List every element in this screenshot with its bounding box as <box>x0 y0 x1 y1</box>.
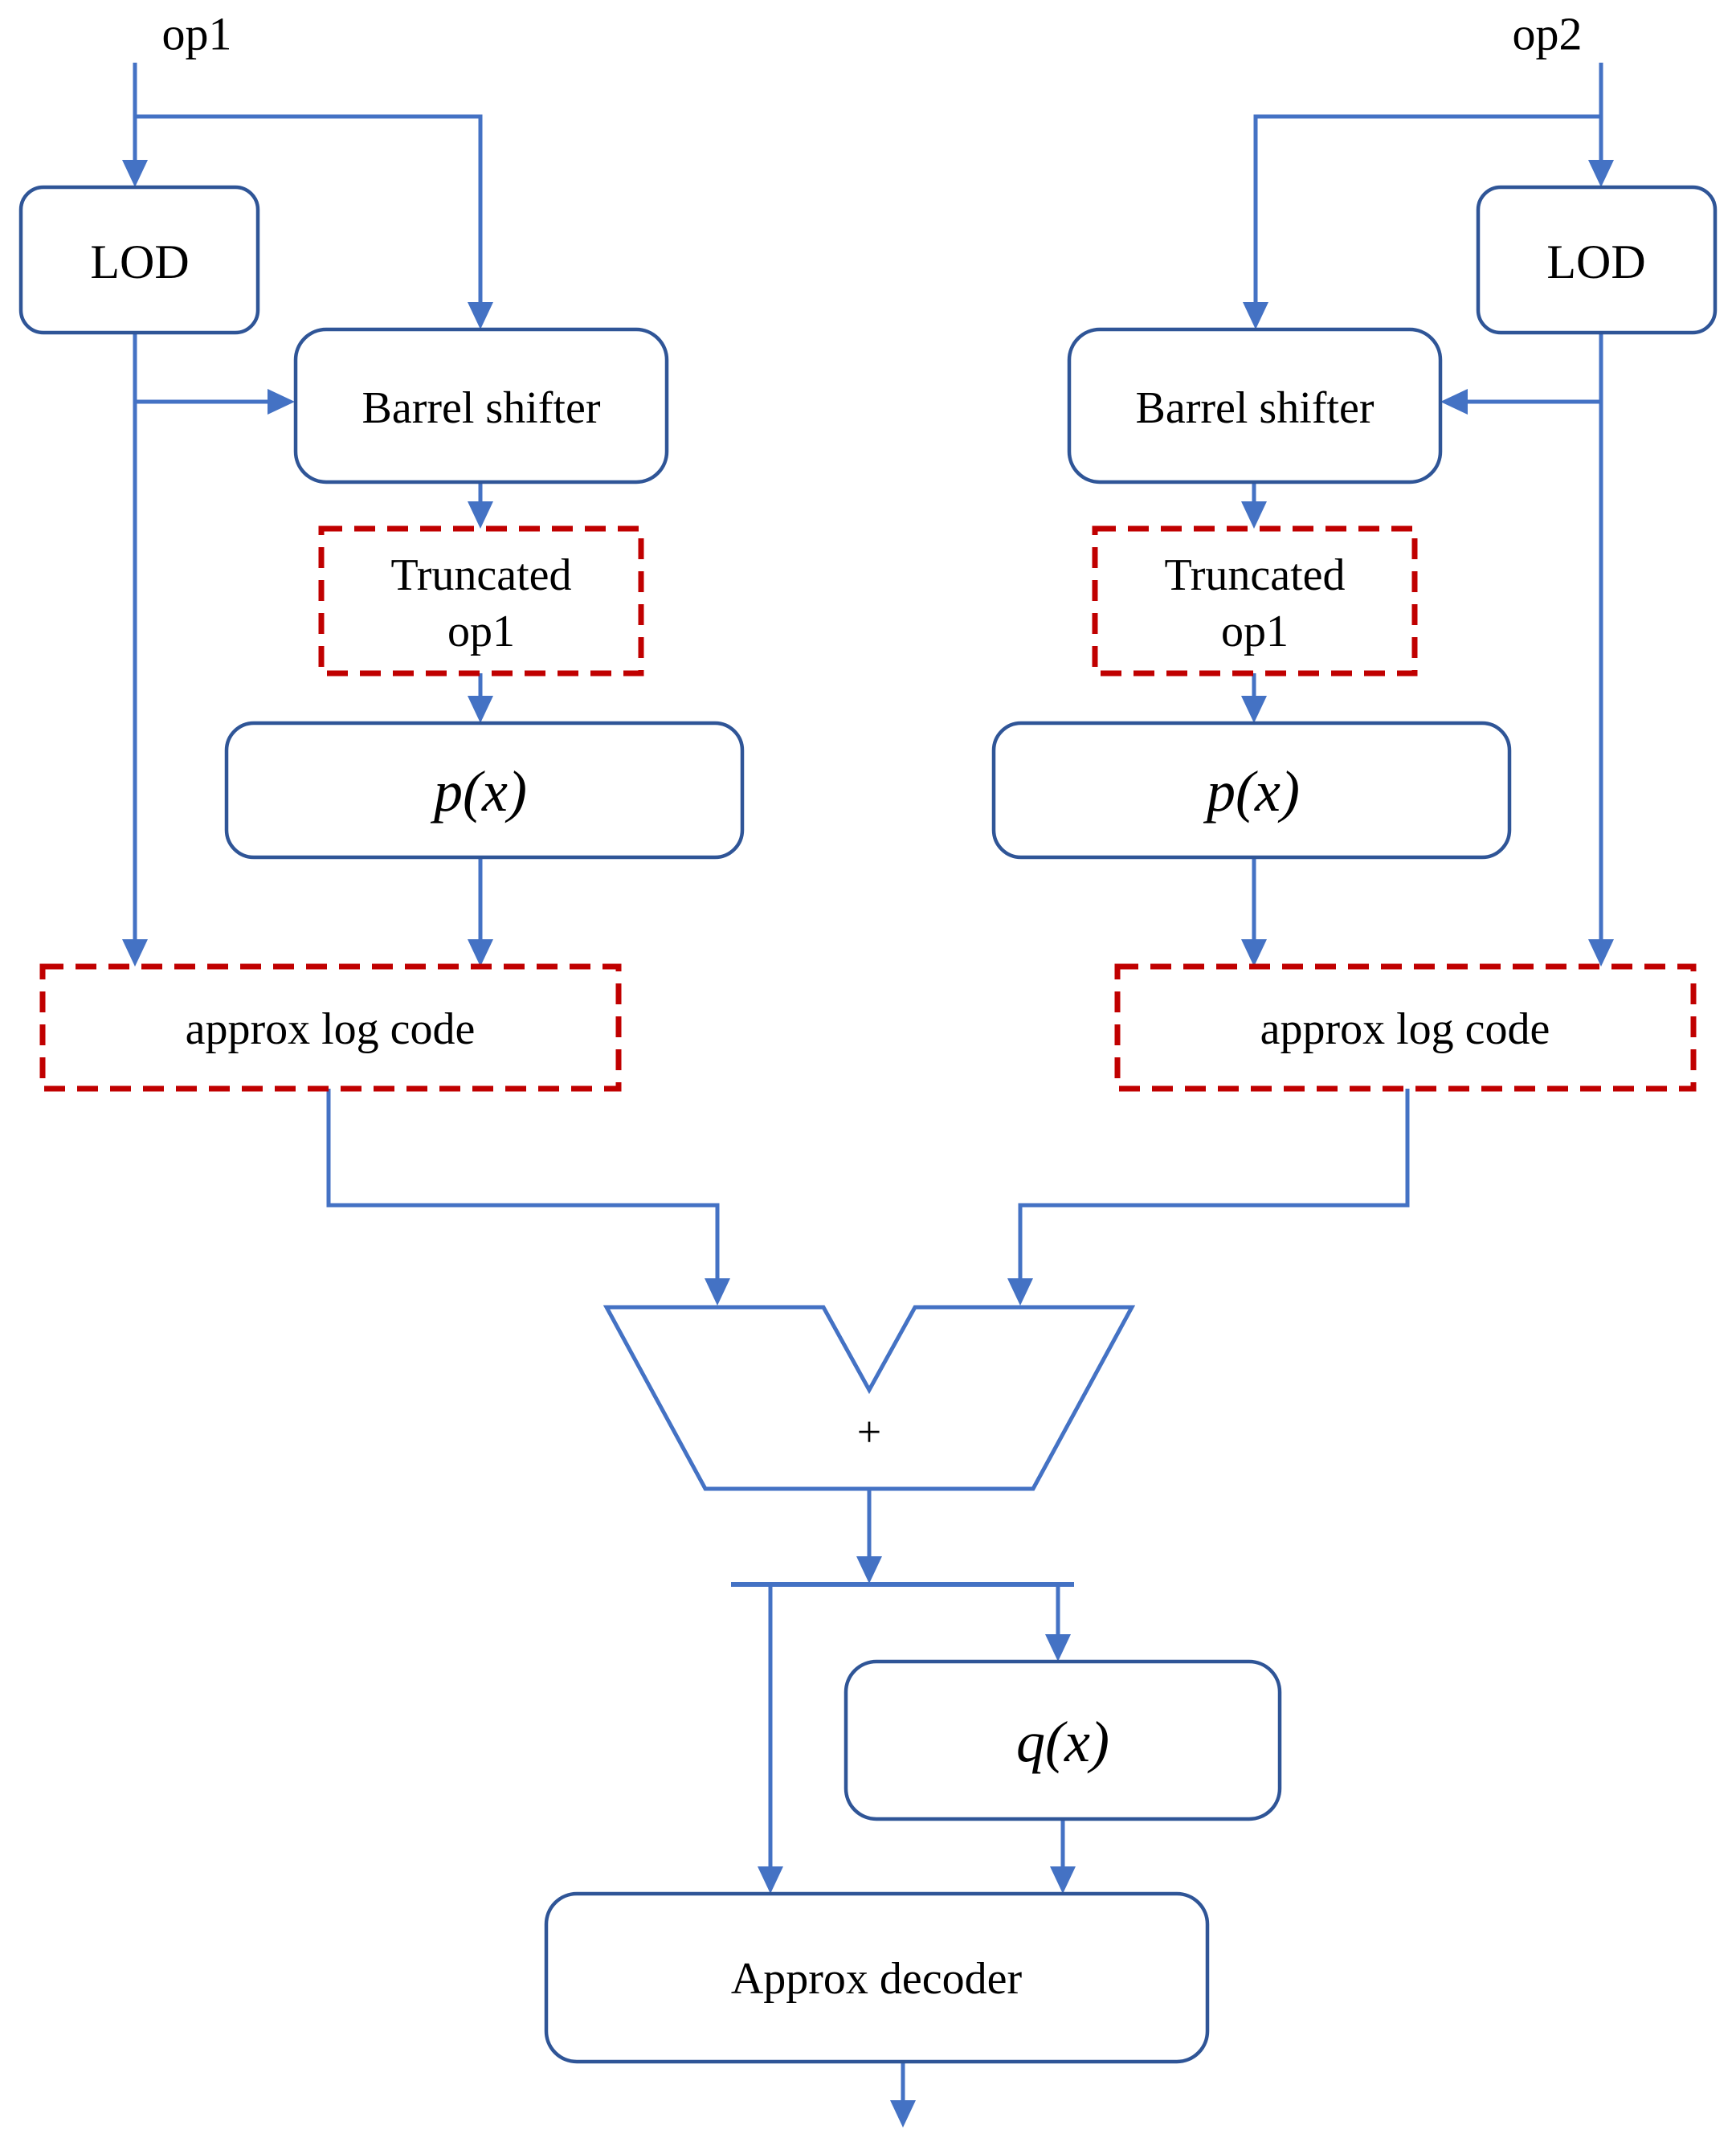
p-right-box <box>991 721 1512 860</box>
decoder-output-arrow <box>890 2062 916 2128</box>
arrow-head <box>1241 501 1267 529</box>
decoder-box <box>544 1891 1210 2064</box>
truncated-right-label-line1: Truncated <box>1164 550 1345 600</box>
approx-right-box <box>1114 963 1697 1092</box>
arrow-head <box>705 1278 730 1306</box>
lod-left-label: LOD <box>90 235 189 288</box>
arrow-head <box>1241 939 1267 967</box>
arrow-head <box>1440 389 1468 415</box>
lod-left-to-approx-left-arrow <box>122 333 148 967</box>
arrow-line <box>135 114 483 304</box>
p-left-to-approx-left-arrow <box>468 857 493 967</box>
q-to-decoder-arrow <box>1050 1819 1076 1894</box>
adder-shape <box>602 1305 1136 1491</box>
op2-to-lod-arrow <box>1588 63 1614 187</box>
q-box <box>843 1659 1282 1821</box>
arrow-head <box>1588 160 1614 187</box>
lod-right-to-approx-right-arrow <box>1588 333 1614 967</box>
lod-left-to-barrel-left-arrow <box>135 389 295 415</box>
truncated-left-box <box>318 525 644 677</box>
splitter-to-q-arrow <box>1045 1584 1071 1662</box>
lod-right-label: LOD <box>1546 235 1645 288</box>
truncated-left-to-p-left-arrow <box>468 673 493 723</box>
barrel-right-label: Barrel shifter <box>1136 383 1375 433</box>
op1-to-lod-arrow <box>122 63 148 187</box>
lod-left-box <box>18 185 260 335</box>
truncated-right-to-p-right-arrow <box>1241 673 1267 723</box>
barrel-left-box <box>293 327 669 484</box>
adder-output-arrow <box>856 1489 882 1584</box>
approx-left-box <box>39 963 622 1092</box>
p-left-label: p(x) <box>430 759 527 824</box>
arrow-head <box>268 389 295 415</box>
arrow-head <box>468 696 493 723</box>
op1-to-barrel-left-arrow <box>135 114 493 329</box>
arrow-line <box>326 1089 720 1280</box>
p-left-box <box>224 721 745 860</box>
approx-right-to-adder-arrow <box>1007 1089 1410 1306</box>
truncated-right-label-line2: op1 <box>1221 607 1289 656</box>
barrel-right-box <box>1067 327 1443 484</box>
arrow-line <box>1018 1089 1410 1280</box>
truncated-left-label-line1: Truncated <box>390 550 571 600</box>
arrow-head <box>1588 939 1614 967</box>
decoder-label: Approx decoder <box>731 1954 1023 2004</box>
truncated-right-box <box>1092 525 1418 677</box>
op2-label: op2 <box>1513 8 1583 60</box>
splitter-to-decoder-arrow <box>758 1584 783 1894</box>
barrel-left-to-truncated-left-arrow <box>468 482 493 529</box>
arrow-head <box>468 302 493 329</box>
approx-left-to-adder-arrow <box>326 1089 730 1306</box>
lod-right-to-barrel-right-arrow <box>1440 389 1601 415</box>
arrow-head <box>468 501 493 529</box>
arrow-head <box>758 1866 783 1894</box>
arrow-head <box>1050 1866 1076 1894</box>
p-right-label: p(x) <box>1203 759 1300 824</box>
arrow-head <box>1007 1278 1033 1306</box>
barrel-left-label: Barrel shifter <box>362 383 601 433</box>
arrow-head <box>1045 1634 1071 1662</box>
p-right-to-approx-right-arrow <box>1241 857 1267 967</box>
arrow-line <box>1253 114 1601 304</box>
arrow-head <box>122 160 148 187</box>
adder-plus-label: + <box>857 1408 881 1456</box>
arrow-head <box>856 1556 882 1584</box>
arrow-head <box>122 939 148 967</box>
q-label: q(x) <box>1016 1710 1109 1774</box>
approx-left-label: approx log code <box>186 1004 476 1054</box>
arrow-head <box>890 2100 916 2128</box>
truncated-left-label-line2: op1 <box>447 607 515 656</box>
op2-to-barrel-right-arrow <box>1243 114 1601 329</box>
arrow-head <box>1241 696 1267 723</box>
approx-right-label: approx log code <box>1260 1004 1550 1054</box>
arrow-head <box>468 939 493 967</box>
lod-right-box <box>1476 185 1718 335</box>
arrow-head <box>1243 302 1268 329</box>
op1-label: op1 <box>162 8 232 60</box>
barrel-right-to-truncated-right-arrow <box>1241 482 1267 529</box>
